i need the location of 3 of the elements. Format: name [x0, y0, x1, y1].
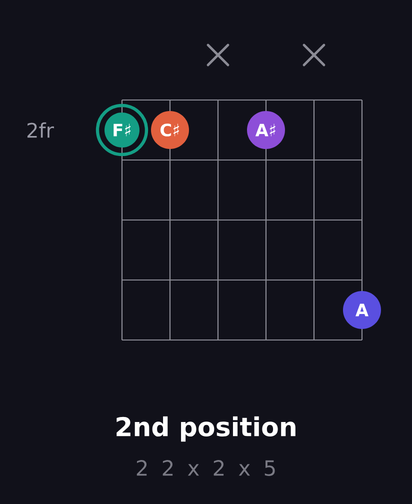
- fingering-caption: 2 2 x 2 x 5: [136, 460, 275, 476]
- title: 2nd position: [116, 416, 296, 442]
- fret-label: 2fr: [27, 122, 54, 138]
